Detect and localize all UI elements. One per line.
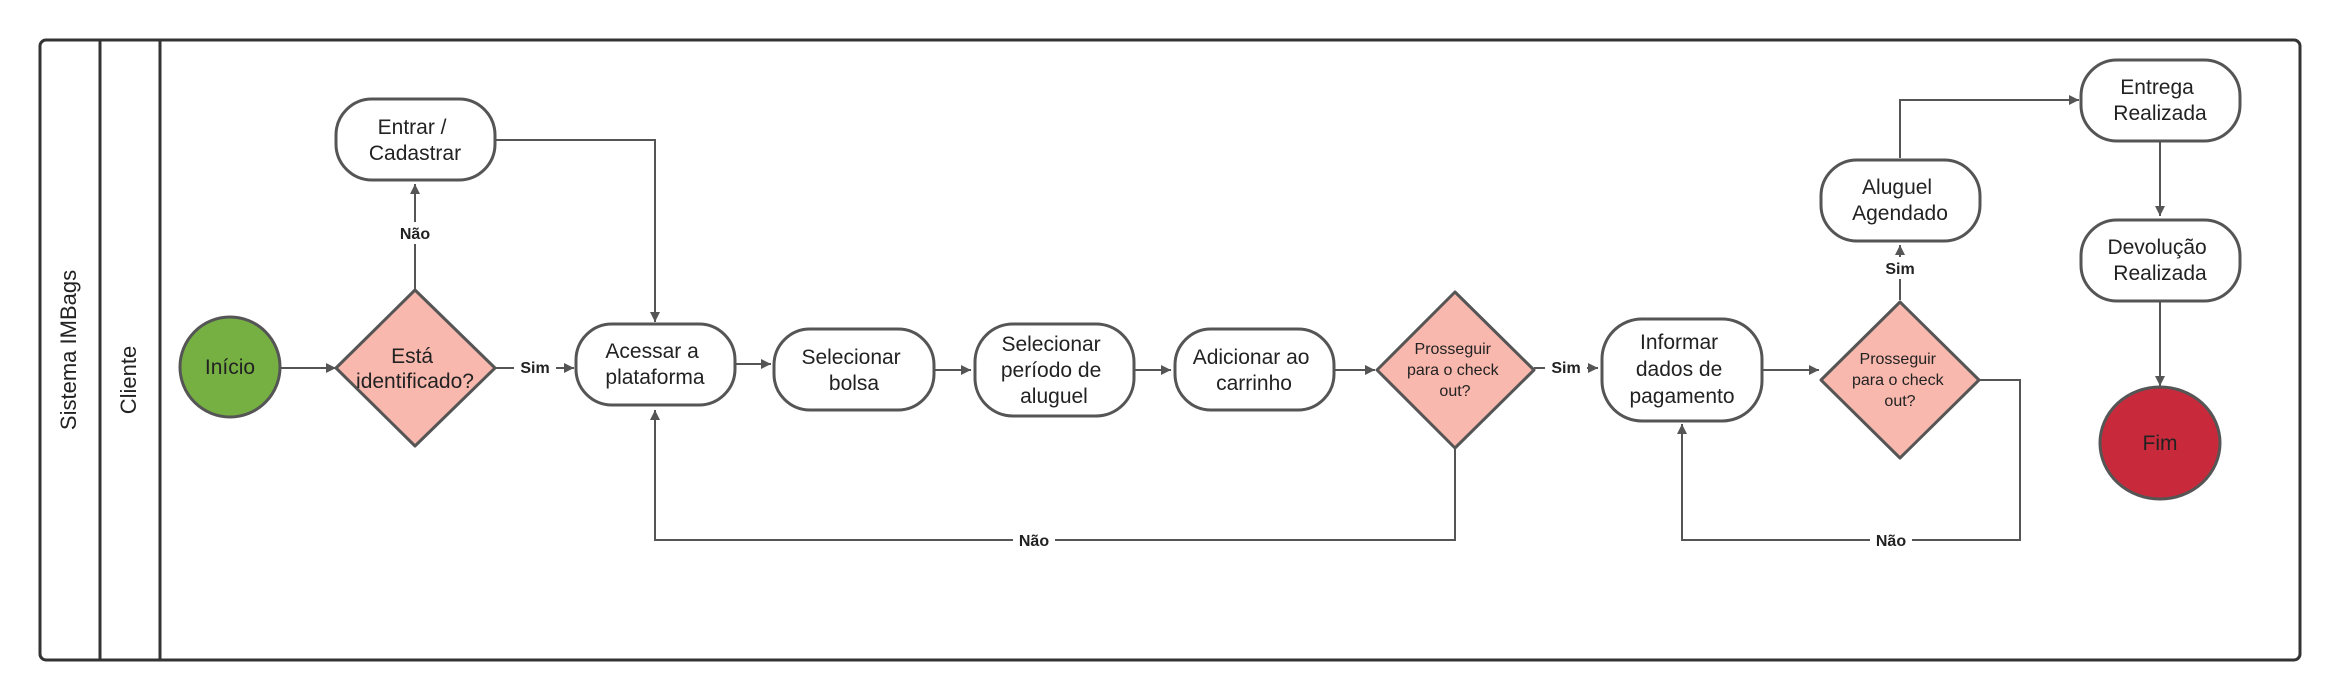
task-devolucao-realizada[interactable]: Devolução Realizada xyxy=(2079,218,2242,303)
decision-prosseguir-checkout-1-label: Prosseguir para o check out? xyxy=(1407,341,1503,400)
edge-label-checkout2-sim: Sim xyxy=(1885,261,1914,278)
task-selecionar-bolsa-label: Selecionar bolsa xyxy=(801,346,906,395)
task-selecionar-periodo-label: Selecionar período de aluguel xyxy=(1001,333,1107,408)
task-selecionar-periodo[interactable]: Selecionar período de aluguel xyxy=(973,322,1136,418)
edge-label-ident-sim: Sim xyxy=(520,360,549,377)
decision-prosseguir-checkout-1[interactable]: Prosseguir para o check out? xyxy=(1375,290,1536,450)
task-informar-pagamento-label: Informar dados de pagamento xyxy=(1629,331,1734,408)
edge-prosseguir2-nao-to-pagamento xyxy=(1677,379,2021,541)
decision-esta-identificado-label: Está identificado? xyxy=(356,345,474,393)
start-event-label: Início xyxy=(205,356,255,379)
start-event-shape xyxy=(178,315,282,419)
task-entrega-realizada-label: Entrega Realizada xyxy=(2113,76,2207,125)
decision-prosseguir-checkout-2-label: Prosseguir para o check out? xyxy=(1852,351,1948,410)
task-entrar-cadastrar-label: Entrar / Cadastrar xyxy=(369,116,461,165)
start-event[interactable]: Início xyxy=(178,315,282,419)
edge-label-ident-nao: Não xyxy=(400,226,430,243)
task-acessar-plataforma-shape xyxy=(574,322,737,407)
task-entrar-cadastrar[interactable]: Entrar / Cadastrar xyxy=(334,97,497,182)
task-informar-pagamento-shape xyxy=(1600,317,1764,423)
task-devolucao-realizada-label: Devolução Realizada xyxy=(2107,236,2212,285)
end-event-shape xyxy=(2098,385,2222,501)
edge-label-checkout1-nao: Não xyxy=(1019,533,1049,550)
task-selecionar-bolsa[interactable]: Selecionar bolsa xyxy=(772,327,936,412)
task-aluguel-agendado-label: Aluguel Agendado xyxy=(1852,176,1948,225)
decision-prosseguir-checkout-2[interactable]: Prosseguir para o check out? xyxy=(1819,300,1981,460)
task-adicionar-carrinho-shape xyxy=(1173,327,1336,412)
decision-prosseguir-checkout-1-shape xyxy=(1375,290,1536,450)
decision-esta-identificado-shape xyxy=(334,288,497,448)
end-event[interactable]: Fim xyxy=(2098,385,2222,501)
task-acessar-plataforma-label: Acessar a plataforma xyxy=(605,340,705,389)
task-aluguel-agendado[interactable]: Aluguel Agendado xyxy=(1819,158,1982,243)
task-adicionar-carrinho-label: Adicionar ao carrinho xyxy=(1193,346,1316,395)
task-adicionar-carrinho[interactable]: Adicionar ao carrinho xyxy=(1173,327,1336,412)
decision-prosseguir-checkout-2-shape xyxy=(1819,300,1981,460)
nodes: Início Está identificado? Entrar / Cadas… xyxy=(178,58,2242,501)
task-selecionar-bolsa-shape xyxy=(772,327,936,412)
task-devolucao-realizada-shape xyxy=(2079,218,2242,303)
pool-label: Sistema IMBags xyxy=(56,270,81,430)
edge-label-checkout2-nao: Não xyxy=(1876,533,1906,550)
edge-entrar-to-acessar xyxy=(495,139,660,322)
edge-labels: Sim Não Sim Não Sim Não xyxy=(394,222,1921,551)
task-entrega-realizada[interactable]: Entrega Realizada xyxy=(2079,58,2242,143)
decision-esta-identificado[interactable]: Está identificado? xyxy=(334,288,497,448)
task-entrar-cadastrar-shape xyxy=(334,97,497,182)
task-selecionar-periodo-shape xyxy=(973,322,1136,418)
task-aluguel-agendado-shape xyxy=(1819,158,1982,243)
task-informar-pagamento[interactable]: Informar dados de pagamento xyxy=(1600,317,1764,423)
pool-frame xyxy=(38,38,2302,662)
edge-agendado-to-entrega xyxy=(1899,95,2079,158)
task-entrega-realizada-shape xyxy=(2079,58,2242,143)
edge-label-checkout1-sim: Sim xyxy=(1551,360,1580,377)
lane-label: Cliente xyxy=(116,346,141,414)
end-event-label: Fim xyxy=(2143,432,2178,455)
task-acessar-plataforma[interactable]: Acessar a plataforma xyxy=(574,322,737,407)
